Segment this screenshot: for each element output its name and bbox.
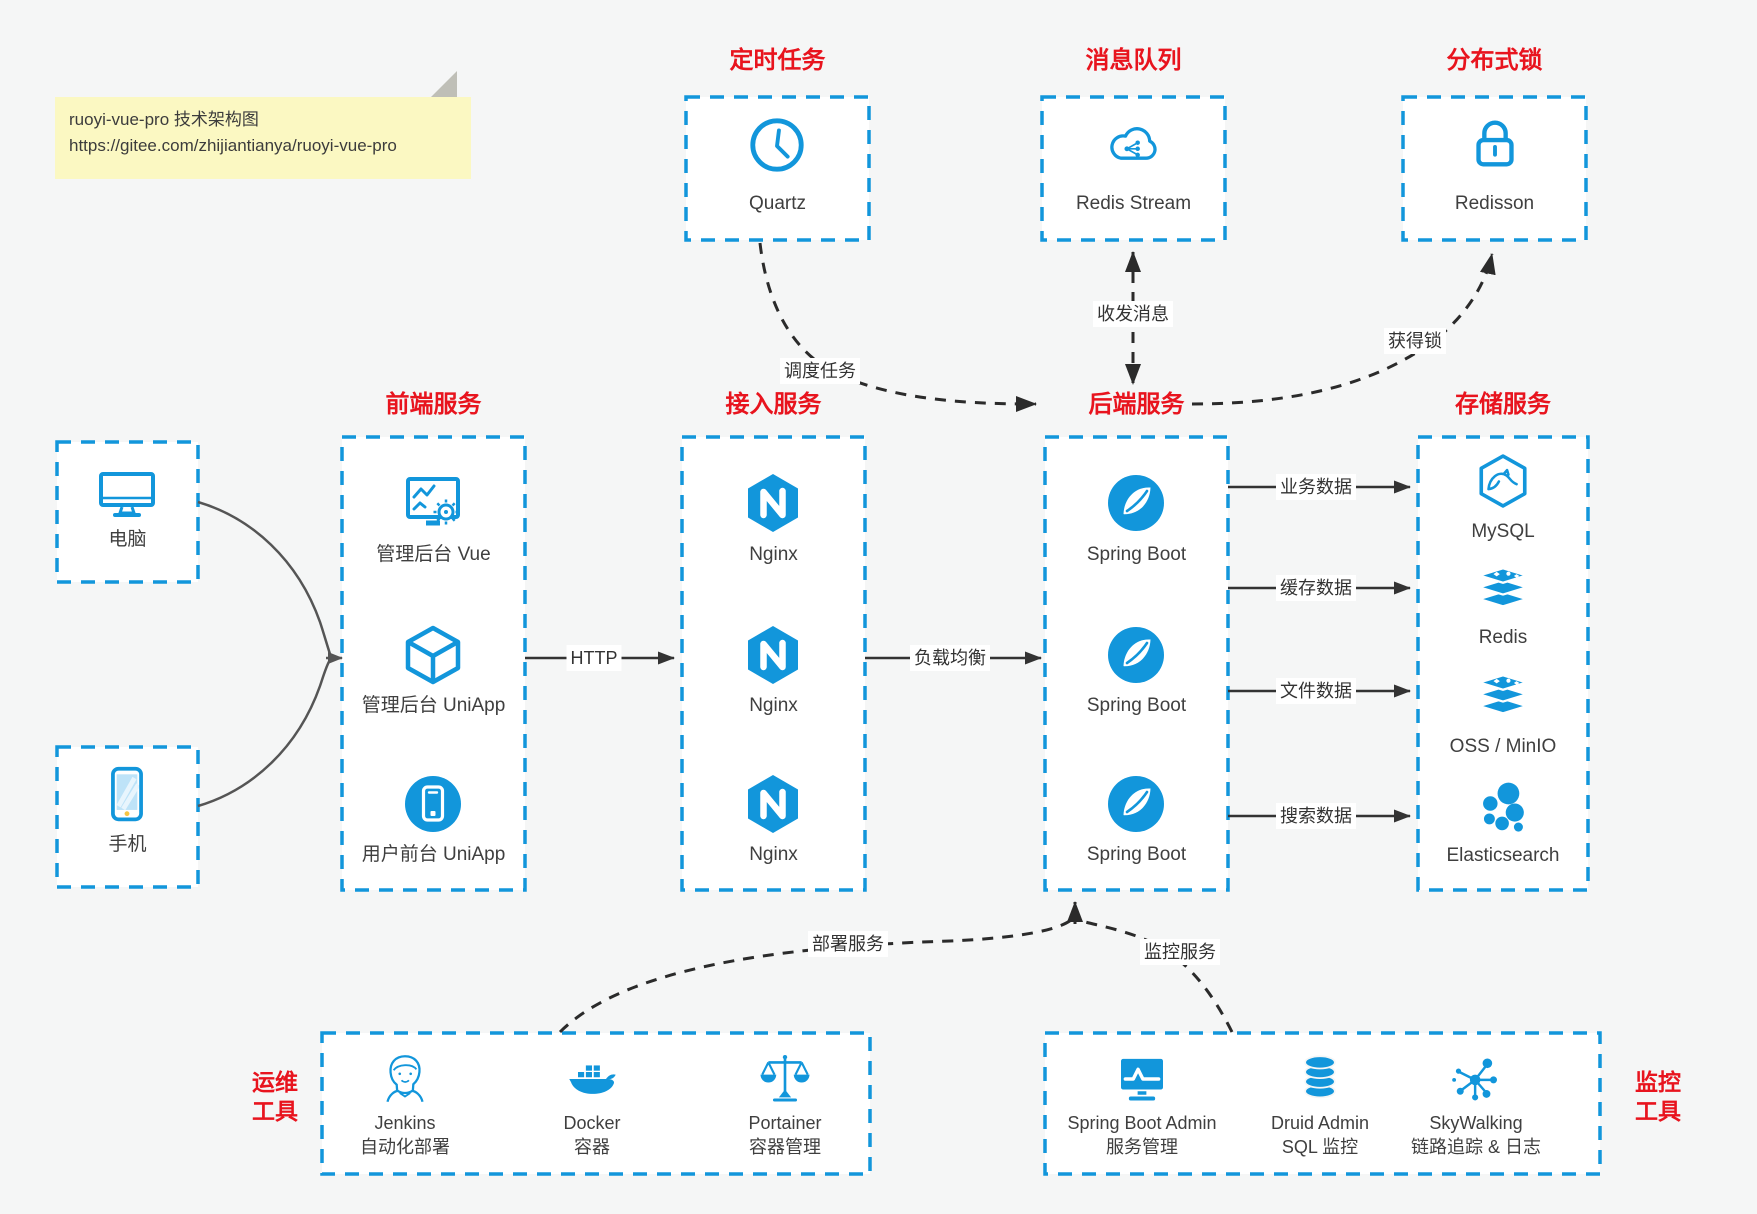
gateway-item-1-label: Nginx xyxy=(749,544,798,565)
clock-icon xyxy=(746,114,808,176)
user-app-icon xyxy=(401,772,465,836)
backend-item-3-label: Spring Boot xyxy=(1086,844,1187,865)
backend-title: 后端服务 xyxy=(1088,391,1185,418)
ops-item-3-name: Portainer xyxy=(748,1113,822,1133)
frontend-item-1-label: 管理后台 Vue xyxy=(376,544,491,565)
lock-title: 分布式锁 xyxy=(1446,47,1543,74)
oss-minio-icon xyxy=(1474,668,1532,726)
docker-icon xyxy=(564,1051,620,1107)
note-url: https://gitee.com/zhijiantianya/ruoyi-vu… xyxy=(69,136,397,155)
ops-item-3-desc: 容器管理 xyxy=(749,1137,821,1157)
ops-item-1-name: Jenkins xyxy=(374,1113,436,1133)
druid-icon xyxy=(1292,1051,1348,1107)
edge-cache-label: 缓存数据 xyxy=(1276,575,1356,601)
client-pc-label: 电脑 xyxy=(108,529,147,550)
nginx-icon xyxy=(741,623,805,687)
spring-boot-admin-icon xyxy=(1114,1051,1170,1107)
spring-boot-icon xyxy=(1104,471,1168,535)
mysql-icon xyxy=(1474,452,1532,510)
redis-icon xyxy=(1474,561,1532,619)
monitor-item-1-desc: 服务管理 xyxy=(1106,1137,1178,1157)
backend-item-1-label: Spring Boot xyxy=(1086,544,1187,565)
admin-vue-icon xyxy=(401,471,465,535)
edge-search-label: 搜索数据 xyxy=(1276,803,1356,829)
ops-item-1-desc: 自动化部署 xyxy=(360,1137,450,1157)
note-folded-corner xyxy=(431,71,457,97)
gateway-item-3-label: Nginx xyxy=(749,844,798,865)
smartphone-icon xyxy=(97,764,157,824)
storage-item-2-label: Redis xyxy=(1478,627,1528,648)
monitor-tag: 监控 工具 xyxy=(1635,1069,1681,1124)
uniapp-cube-icon xyxy=(401,623,465,687)
backend-item-2-label: Spring Boot xyxy=(1086,695,1187,716)
edge-lock-label: 获得锁 xyxy=(1384,328,1446,354)
ops-item-2-name: Docker xyxy=(563,1113,621,1133)
jenkins-icon xyxy=(377,1051,433,1107)
sticky-note: ruoyi-vue-pro 技术架构图 https://gitee.com/zh… xyxy=(55,97,471,179)
edge-schedule-label: 调度任务 xyxy=(780,358,860,384)
edge-biz-label: 业务数据 xyxy=(1276,474,1356,500)
ops-item-2-desc: 容器 xyxy=(574,1137,610,1157)
edge-lb-label: 负载均衡 xyxy=(910,645,990,671)
edge-deploy-label: 部署服务 xyxy=(808,931,888,957)
mq-item-label: Redis Stream xyxy=(1075,193,1192,214)
scheduler-title: 定时任务 xyxy=(729,47,826,74)
gateway-title: 接入服务 xyxy=(725,391,822,418)
mq-title: 消息队列 xyxy=(1085,47,1182,74)
computer-icon xyxy=(95,461,159,525)
frontend-title: 前端服务 xyxy=(385,391,482,418)
edge-http-label: HTTP xyxy=(566,645,622,671)
monitor-item-2-desc: SQL 监控 xyxy=(1281,1137,1359,1157)
monitor-item-2-name: Druid Admin xyxy=(1270,1113,1370,1133)
edge-monitor-label: 监控服务 xyxy=(1140,939,1220,965)
spring-boot-icon xyxy=(1104,623,1168,687)
elasticsearch-icon xyxy=(1474,779,1532,837)
monitor-item-3-desc: 链路追踪 & 日志 xyxy=(1410,1137,1541,1157)
frontend-item-2-label: 管理后台 UniApp xyxy=(361,695,506,716)
note-title: ruoyi-vue-pro 技术架构图 xyxy=(69,110,259,129)
nginx-icon xyxy=(741,772,805,836)
gateway-item-2-label: Nginx xyxy=(749,695,798,716)
storage-title: 存储服务 xyxy=(1455,391,1551,418)
portainer-icon xyxy=(757,1051,813,1107)
cloud-mq-icon xyxy=(1100,116,1166,176)
scheduler-item-label: Quartz xyxy=(748,193,807,214)
lock-icon xyxy=(1464,112,1526,174)
spring-boot-icon xyxy=(1104,772,1168,836)
frontend-item-3-label: 用户前台 UniApp xyxy=(361,844,506,865)
skywalking-icon xyxy=(1448,1051,1504,1107)
storage-item-3-label: OSS / MinIO xyxy=(1449,736,1557,757)
monitor-item-3-name: SkyWalking xyxy=(1429,1113,1523,1133)
monitor-item-1-name: Spring Boot Admin xyxy=(1067,1113,1217,1133)
storage-item-4-label: Elasticsearch xyxy=(1446,845,1560,866)
nginx-icon xyxy=(741,471,805,535)
edge-msg-label: 收发消息 xyxy=(1093,301,1173,327)
ops-tag: 运维 工具 xyxy=(252,1069,298,1124)
edge-file-label: 文件数据 xyxy=(1276,678,1356,704)
storage-item-1-label: MySQL xyxy=(1471,521,1535,542)
client-phone-label: 手机 xyxy=(108,834,147,855)
lock-item-label: Redisson xyxy=(1454,193,1535,214)
